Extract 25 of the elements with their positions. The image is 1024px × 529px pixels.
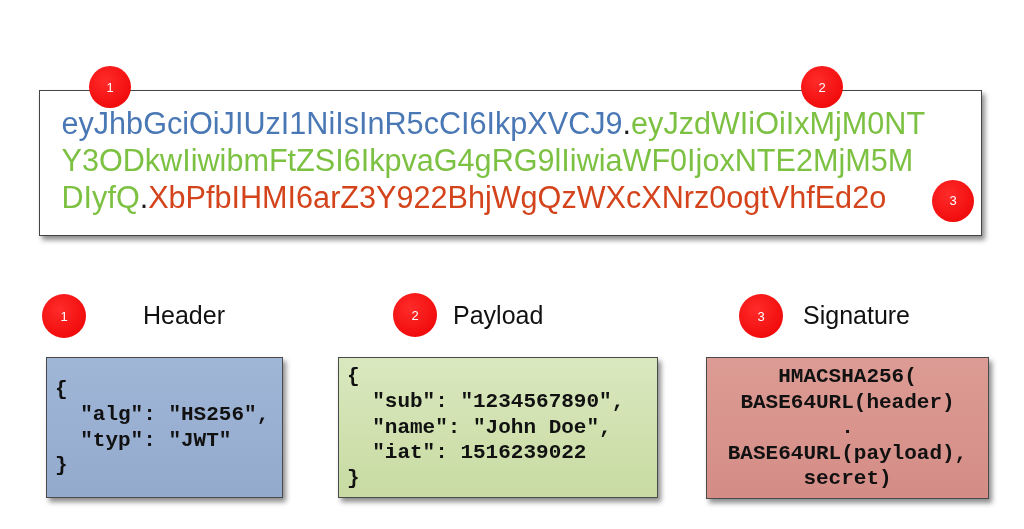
code-line: . — [841, 415, 854, 441]
code-line: "alg": "HS256", — [80, 402, 270, 428]
callout-number: 1 — [89, 66, 131, 108]
code-line: } — [347, 465, 360, 492]
section-heading: Payload — [453, 300, 544, 331]
section-heading: Header — [143, 300, 225, 331]
callout-number: 2 — [393, 293, 437, 337]
code-line: "sub": "1234567890", — [372, 389, 625, 415]
token-panel — [39, 90, 982, 236]
encoded-token: eyJhbGciOiJIUzI1NiIsInR5cCI6IkpXVCJ9.eyJzdWIiOiIxMjM0NTY3ODkwIiwibmFtZSI6IkpvaG4gRG9lIiwiaWF0IjoxNTE2MjM5MDIyfQ.XbPfbIHMI6arZ3Y922BhjWgQzWXcXNrz0ogtVhfEd2o — [61, 105, 926, 214]
callout-number: 3 — [932, 179, 974, 222]
code-line: { — [347, 363, 360, 390]
code-line: } — [55, 453, 68, 479]
code-line: HMACSHA256( — [778, 364, 917, 390]
code-line: BASE64URL(header) — [740, 389, 955, 416]
code-line: "iat": 1516239022 — [372, 440, 587, 466]
code-line: secret) — [803, 466, 892, 492]
callout-number: 1 — [42, 294, 86, 338]
section-heading: Signature — [803, 300, 911, 331]
callout-number: 2 — [801, 66, 843, 108]
code-line: "typ": "JWT" — [80, 427, 232, 453]
code-line: { — [55, 376, 68, 402]
code-line: "name": "John Doe", — [372, 414, 612, 441]
code-line: BASE64URL(payload), — [727, 440, 968, 467]
callout-number: 3 — [739, 294, 783, 338]
